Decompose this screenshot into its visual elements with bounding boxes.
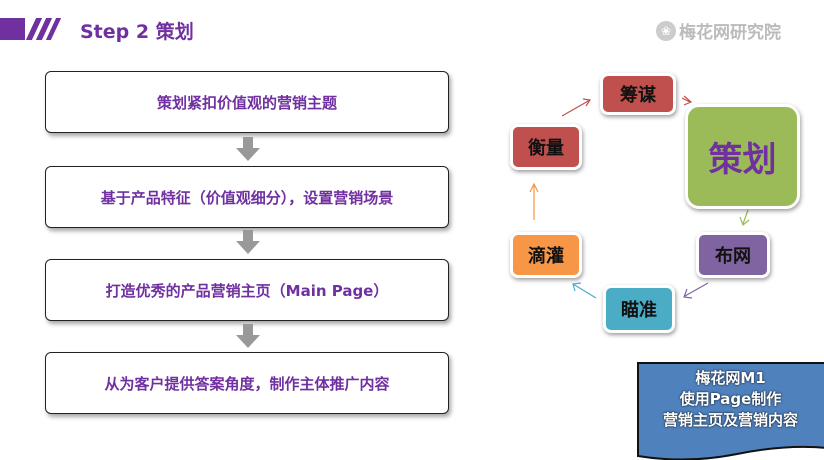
page-title: Step 2 策划 (80, 21, 194, 43)
step-box-4: 从为客户提供答案角度，制作主体推广内容 (45, 352, 449, 414)
logo: ❀梅花网研究院 (656, 18, 781, 43)
cycle-node-瞄准: 瞄准 (603, 285, 675, 333)
down-arrow-icon (236, 324, 260, 348)
down-arrow-icon (236, 137, 260, 161)
note-line: 梅花网M1 (695, 369, 766, 387)
logo-text: 梅花网研究院 (679, 23, 781, 43)
cycle-node-筹谋: 筹谋 (600, 73, 676, 115)
cycle-node-布网: 布网 (696, 232, 770, 278)
cycle-node-衡量: 衡量 (510, 124, 582, 170)
note-banner (637, 362, 824, 460)
cycle-arrows (529, 95, 750, 299)
cycle-center: 策划 (685, 104, 800, 209)
down-arrow-icon (236, 230, 260, 254)
step-box-2: 基于产品特征（价值观细分），设置营销场景 (45, 166, 449, 228)
logo-icon: ❀ (656, 20, 676, 41)
note-text: 梅花网M1 使用Page制作 营销主页及营销内容 (637, 368, 824, 431)
header-bar (0, 18, 25, 40)
note-line: 营销主页及营销内容 (662, 411, 798, 429)
cycle-node-滴灌: 滴灌 (510, 232, 582, 278)
step-box-3: 打造优秀的产品营销主页（Main Page） (45, 259, 449, 321)
step-box-1: 策划紧扣价值观的营销主题 (45, 71, 449, 133)
note-line: 使用Page制作 (679, 390, 782, 408)
